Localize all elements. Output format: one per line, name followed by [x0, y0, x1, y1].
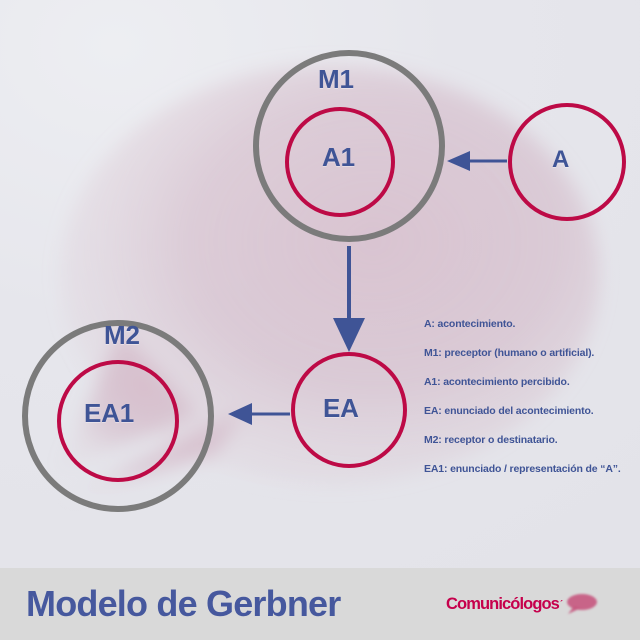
node-m1-circle[interactable]	[253, 50, 445, 242]
footer-bar: Modelo de Gerbner Comunicólogos ´	[0, 568, 640, 640]
legend-item-m2: M2: receptor o destinatario.	[424, 434, 558, 447]
node-a1-circle[interactable]	[285, 107, 395, 217]
node-ea1-circle[interactable]	[57, 360, 179, 482]
brand-logo[interactable]: Comunicólogos ´	[446, 592, 599, 616]
node-ea-circle[interactable]	[291, 352, 407, 468]
legend-item-m1: M1: preceptor (humano o artificial).	[424, 347, 595, 360]
legend-item-ea: EA: enunciado del acontecimiento.	[424, 405, 594, 418]
node-m2-label: M2	[104, 320, 140, 350]
node-a1-label: A1	[322, 142, 355, 172]
diagram-canvas: M1 A1 A EA M2 EA1 A: acontecimiento. M1:…	[0, 0, 640, 568]
legend-item-a: A: acontecimiento.	[424, 318, 516, 330]
brand-trademark-mark: ´	[559, 598, 563, 609]
speech-bubble-icon	[566, 594, 597, 614]
legend: A: acontecimiento. M1: preceptor (humano…	[424, 318, 636, 475]
node-ea-label: EA	[323, 393, 359, 423]
legend-item-a1: A1: acontecimiento percibido.	[424, 376, 570, 389]
brand-name: Comunicólogos	[446, 594, 560, 613]
arrow-m1-to-ea	[333, 246, 365, 352]
node-a-label: A	[552, 146, 570, 173]
arrow-layer	[228, 151, 507, 425]
node-m1-label: M1	[318, 64, 354, 94]
node-a-circle[interactable]	[508, 103, 626, 221]
page-title: Modelo de Gerbner	[26, 583, 341, 624]
arrow-a-to-m1	[447, 151, 507, 171]
node-m2-circle[interactable]	[22, 320, 214, 512]
legend-item-ea1: EA1: enunciado / representación de “A”.	[424, 463, 621, 476]
arrow-ea-to-m2	[228, 403, 290, 425]
node-ea1-label: EA1	[84, 398, 134, 428]
